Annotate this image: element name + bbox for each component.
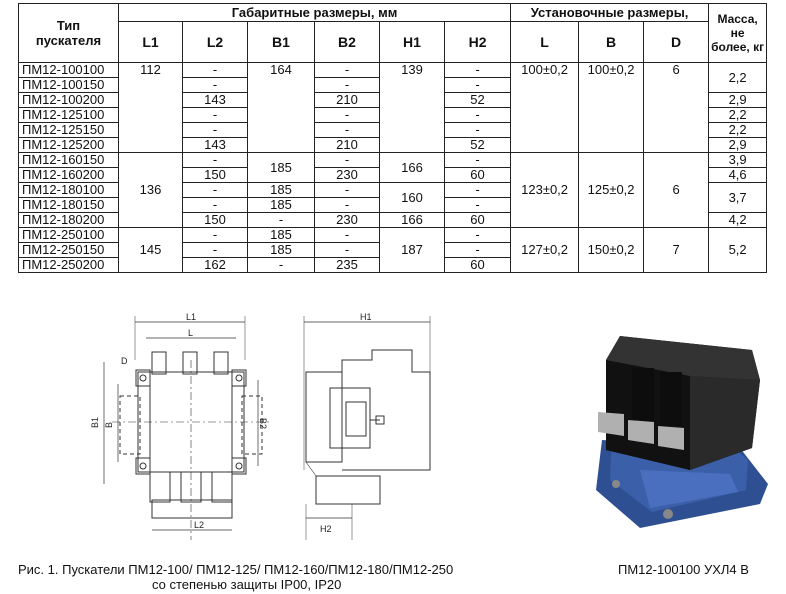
label-l: L [188, 328, 193, 338]
cell-mass: 4,2 [708, 212, 768, 228]
cell-l2: 143 [182, 92, 248, 108]
cell-b1: 185 [247, 227, 315, 243]
label-h2: H2 [320, 524, 332, 534]
col-h1: H1 [379, 21, 445, 63]
cell-type: ПМ12-125100 [18, 107, 119, 123]
contactor-photo [596, 336, 768, 528]
table-row: ПМ12-125100 - - - 2,2 [18, 107, 768, 123]
cell-mass: 2,2 [708, 107, 768, 123]
cell-type: ПМ12-180150 [18, 197, 119, 213]
cell-l1: 136 [118, 152, 183, 228]
cell-h1: 187 [379, 227, 445, 273]
cell-h2: 60 [443, 257, 512, 273]
label-h1: H1 [360, 312, 372, 322]
cell-b2: - [314, 122, 380, 138]
table-row: ПМ12-125150 - - - 2,2 [18, 122, 768, 138]
cell-b2: 210 [314, 137, 380, 153]
figure-caption-protection: со степенью защиты IP00, IP20 [152, 577, 342, 592]
cell-h2: 60 [443, 212, 512, 228]
cell-d: 6 [643, 152, 710, 228]
label-b1: B1 [90, 417, 100, 428]
table-row: ПМ12-180100 - 185 - 160 - 3,7 [18, 182, 768, 213]
cell-l2: 143 [182, 137, 248, 153]
table-row: ПМ12-250150 - 185 - - [18, 242, 767, 258]
cell-h2: 60 [443, 167, 512, 183]
table-row: ПМ12-160150 136 - 185 - 166 - 123±0,2 12… [18, 152, 768, 228]
cell-d: 7 [643, 227, 710, 273]
cell-h2: 52 [443, 92, 512, 108]
label-l2: L2 [194, 520, 204, 530]
table-row: ПМ12-100100 112 - 164 - 139 - 100±0,2 10… [18, 62, 768, 153]
header-mass: Масса, не более, кг [708, 3, 768, 63]
label-b2: B2 [258, 418, 268, 429]
figure-caption: Рис. 1. Пускатели ПМ12-100/ ПМ12-125/ ПМ… [18, 562, 454, 577]
table-row: ПМ12-250100 145 - 185 - 187 - 127±0,2 15… [18, 227, 768, 273]
col-h2: H2 [443, 21, 512, 63]
cell-b: 100±0,2 [578, 62, 645, 153]
cell-h1: 139 [379, 62, 445, 153]
cell-l1: 112 [118, 62, 183, 153]
header-type-line: пускателя [35, 33, 102, 48]
cell-type: ПМ12-250200 [18, 257, 119, 273]
label-l1: L1 [186, 312, 196, 322]
cell-l: 127±0,2 [510, 227, 580, 273]
col-l1: L1 [118, 21, 183, 63]
cell-d: 6 [643, 62, 710, 153]
side-view [303, 316, 431, 540]
table-row: ПМ12-180200 150 - 230 166 60 4,2 [18, 212, 768, 228]
cell-b1: 164 [247, 62, 315, 153]
label-d: D [121, 356, 128, 366]
table-row: ПМ12-125200 143 210 52 2,9 [18, 137, 768, 153]
photo-caption: ПМ12-100100 УХЛ4 В [618, 562, 749, 577]
cell-l1: 145 [118, 227, 183, 273]
table-row: ПМ12-250200 162 - 235 60 [18, 257, 767, 273]
header-type-line: Тип [56, 18, 81, 33]
cell-type: ПМ12-180100 [18, 182, 119, 198]
cell-l: 123±0,2 [510, 152, 580, 228]
front-view [103, 316, 270, 540]
table-row: ПМ12-160200 150 230 60 4,6 [18, 167, 768, 183]
cell-b: 150±0,2 [578, 227, 645, 273]
cell-b1: 185 [247, 152, 315, 183]
cell-l2: 162 [182, 257, 248, 273]
cell-b2: 230 [314, 212, 380, 228]
cell-b: 125±0,2 [578, 152, 645, 228]
cell-mass: 2,9 [708, 92, 768, 108]
label-b: B [104, 422, 114, 428]
cell-type: ПМ12-160200 [18, 167, 119, 183]
cell-mass: 5,2 [708, 227, 768, 273]
col-b: B [578, 21, 645, 63]
cell-b2: 235 [314, 257, 380, 273]
col-l2: L2 [182, 21, 248, 63]
cell-mass: 4,6 [708, 167, 768, 183]
